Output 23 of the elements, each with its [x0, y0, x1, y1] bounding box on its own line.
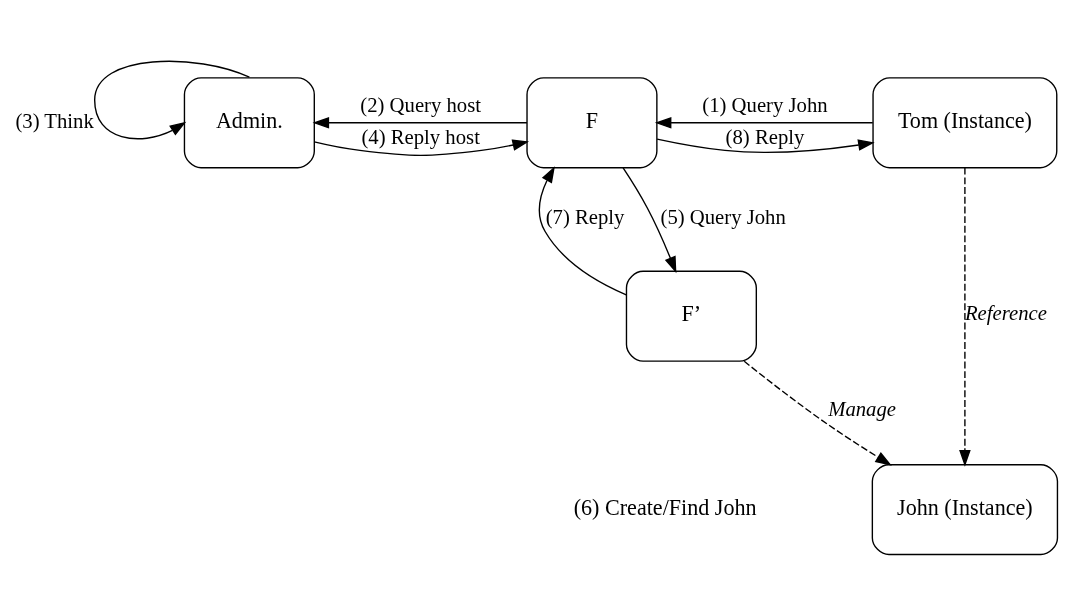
edge-label: (8) Reply	[725, 125, 805, 148]
edge-label: (3) Think	[15, 109, 94, 132]
edge-label: (5) Query John	[660, 206, 786, 229]
edge-label: Reference	[964, 301, 1047, 324]
arrow	[622, 167, 677, 274]
edge-label: (2) Query host	[360, 93, 482, 116]
edge-label: (4) Reply host	[361, 125, 480, 148]
edge-label: (7) Reply	[545, 206, 625, 229]
node-box: John (Instance)	[871, 464, 1059, 556]
arrow	[312, 117, 528, 129]
node-box: Admin.	[183, 77, 315, 169]
edge-label: Manage	[828, 398, 896, 421]
arrow	[656, 138, 875, 154]
arrow	[743, 360, 892, 466]
arrow	[959, 167, 971, 467]
node-box: Tom (Instance)	[872, 77, 1058, 169]
node-box: F’	[625, 270, 757, 362]
arrow	[654, 117, 874, 129]
node-box: F	[526, 77, 658, 169]
arrow	[538, 166, 627, 296]
label: (6) Create/Find John	[573, 494, 757, 520]
arrow	[313, 139, 530, 157]
edge-label: (1) Query John	[702, 93, 828, 116]
